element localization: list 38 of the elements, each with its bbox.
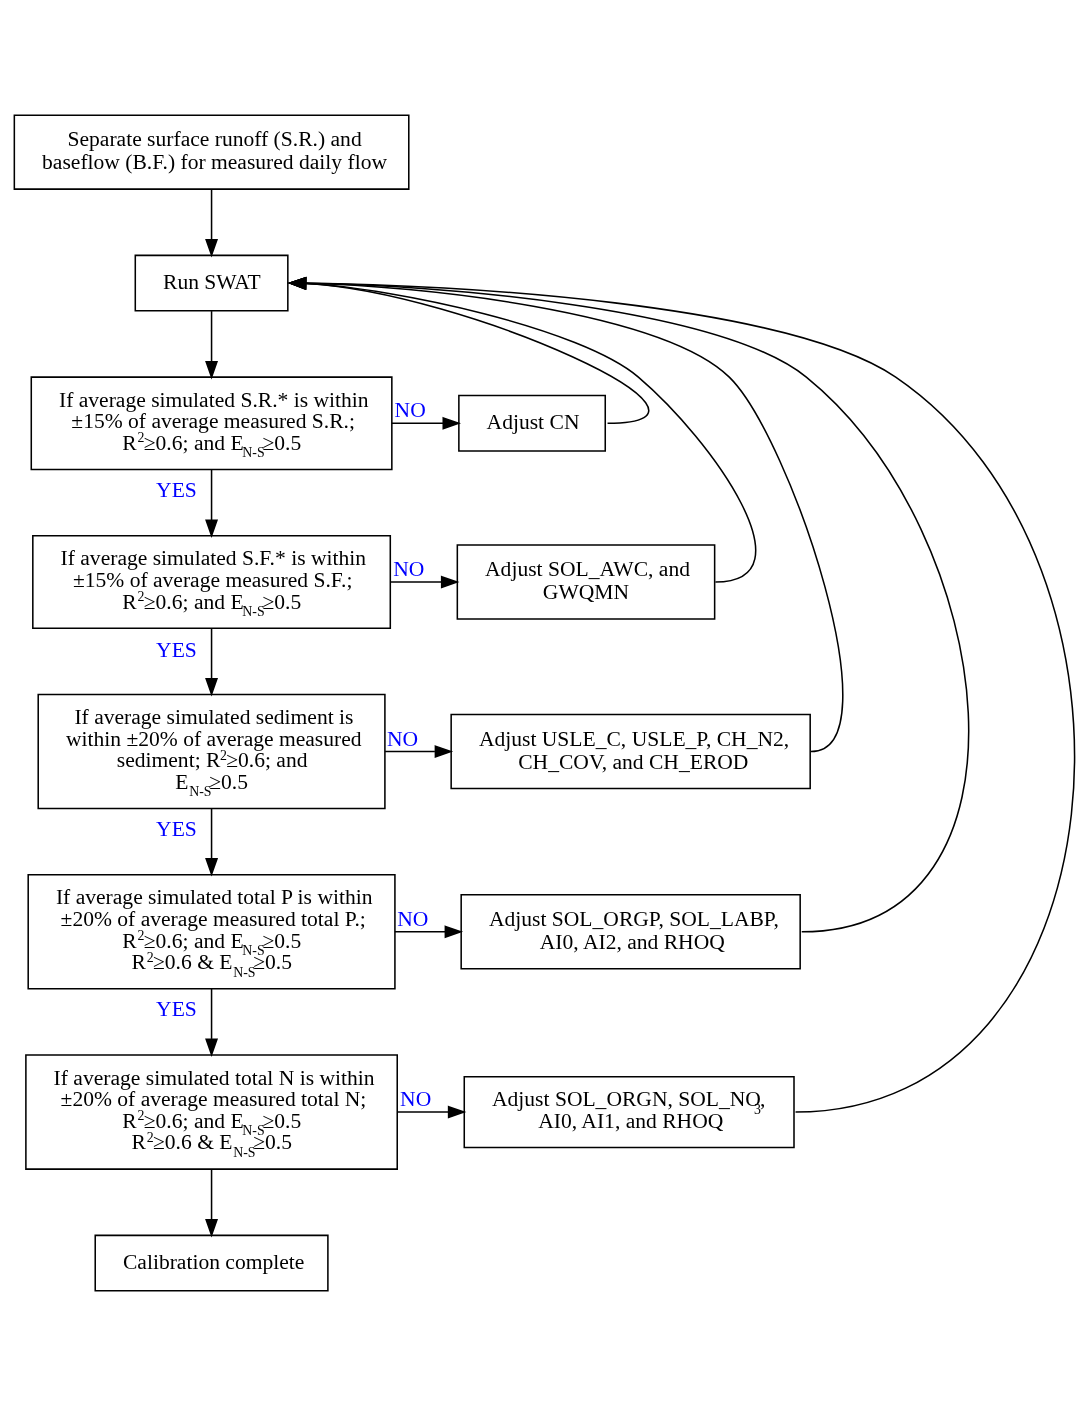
arrow (205, 309, 219, 379)
node-box: If average simulated total N is within ±20% of average measured total N; R$^{2}$≥0.6; and E$_{N-S}$≥0.5 R$^{2}$≥0.6 & E$_{N-S}$≥0.5 (25, 1053, 398, 1170)
arrow (396, 1105, 467, 1119)
edge-label: NO (393, 556, 425, 581)
edge-label: YES (156, 816, 197, 841)
arrow (394, 924, 464, 938)
arrow (205, 627, 219, 697)
arrow (205, 807, 219, 877)
edge-label: YES (156, 996, 197, 1021)
node-box: Adjust CN (458, 394, 606, 452)
arrow (287, 276, 970, 933)
node-box: If average simulated S.R.* is within ±15% of average measured S.R.; R$^{2}$≥0.6; and E$_{N-S}$≥0.5 (30, 375, 393, 470)
edge-label: NO (400, 1086, 432, 1111)
node-box: Adjust USLE_C, USLE_P, CH_N2, CH_COV, and CH_EROD (450, 713, 811, 789)
node-box: Calibration complete (94, 1234, 329, 1292)
node-box: If average simulated S.F.* is within ±15% of average measured S.F.; R$^{2}$≥0.6; and E$_{N-S}$≥0.5 (32, 534, 392, 629)
arrow (287, 276, 649, 424)
arrow (287, 276, 1075, 1113)
node-box: If average simulated sediment is within ±20% of average measured sediment; R$^{2}$≥0.6; and E$_{N-S}$≥0.5 (37, 693, 386, 809)
node-box: Separate surface runoff (S.R.) and baseflow (B.F.) for measured daily flow (13, 113, 410, 190)
node-box: Adjust SOL_AWC, and GWQMN (456, 543, 716, 620)
arrow (391, 416, 461, 430)
arrow (205, 468, 219, 538)
edge-label: YES (156, 637, 197, 662)
arrow (287, 276, 844, 752)
arrow (205, 987, 219, 1057)
edge-label: NO (394, 397, 426, 422)
arrow (389, 575, 460, 589)
node-box: Run SWAT (134, 254, 289, 312)
edge-label: YES (156, 477, 197, 502)
arrow (205, 188, 219, 257)
node-box: Adjust SOL_ORGP, SOL_LABP, AI0, AI2, and RHOQ (460, 893, 801, 970)
arrow (287, 276, 756, 583)
arrow (205, 1167, 219, 1237)
node-box: If average simulated total P is within ±20% of average measured total P.; R$^{2}$≥0.6; and E$_{N-S}$≥0.5 R$^{2}$≥0.6 & E$_{N-S}$≥0.5 (27, 873, 396, 990)
arrow (384, 744, 454, 758)
edge-label: NO (397, 906, 429, 931)
edge-label: NO (386, 726, 419, 751)
